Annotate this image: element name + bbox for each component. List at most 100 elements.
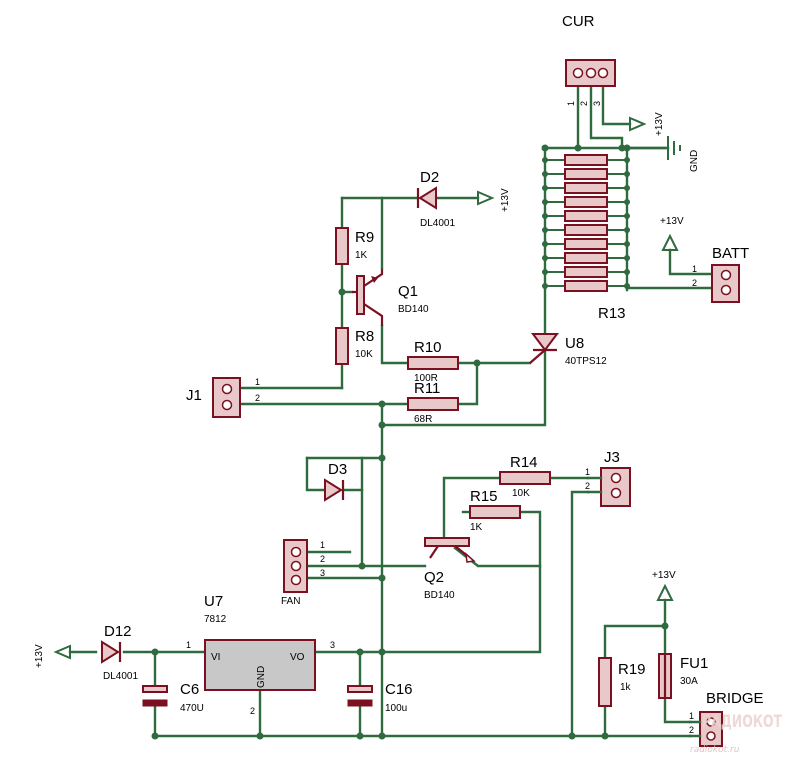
bridge-pin2: 2 bbox=[689, 725, 694, 735]
vcc-label-cur: +13V bbox=[654, 112, 665, 136]
r8-value: 10K bbox=[355, 349, 373, 360]
fan-pin3: 3 bbox=[320, 568, 325, 578]
r13-element bbox=[564, 196, 608, 208]
u7-value: 7812 bbox=[204, 614, 227, 625]
j1-ref: J1 bbox=[186, 387, 202, 404]
vcc-label-batt: +13V bbox=[660, 216, 684, 227]
q2-value: BD140 bbox=[424, 590, 455, 601]
resistor-r9: R9 1K bbox=[335, 227, 374, 265]
j1-pin1: 1 bbox=[255, 377, 260, 387]
u7-pin1-num: 1 bbox=[186, 640, 191, 650]
u7-pin2-num: 2 bbox=[250, 706, 255, 716]
connector-j1: J1 1 2 bbox=[186, 377, 260, 418]
u8-value: 40TPS12 bbox=[565, 356, 607, 367]
c6-value: 470U bbox=[180, 703, 204, 714]
resistor-r14: R14 10K bbox=[499, 454, 551, 499]
r14-value: 10K bbox=[512, 488, 530, 499]
u7-ref: U7 bbox=[204, 593, 223, 610]
d3-ref: D3 bbox=[328, 461, 347, 478]
r9-value: 1K bbox=[355, 250, 368, 261]
vcc-label-d12: +13V bbox=[34, 644, 45, 668]
transistor-q2: Q2 BD140 bbox=[424, 537, 476, 601]
gnd-label: GND bbox=[689, 150, 700, 172]
j3-pin2: 2 bbox=[585, 481, 590, 491]
watermark: РАДИОКОТ radiokot.ru bbox=[690, 712, 782, 755]
connector-bridge: BRIDGE 1 2 bbox=[688, 690, 764, 747]
power-arrow-cur: +13V bbox=[629, 112, 665, 136]
cur-pin3: 3 bbox=[592, 101, 602, 106]
r9-ref: R9 bbox=[355, 229, 374, 246]
fu1-value: 30A bbox=[680, 676, 698, 687]
vcc-label-fu1: +13V bbox=[652, 570, 676, 581]
fan-pin1: 1 bbox=[320, 540, 325, 550]
u7-pin-vo: VO bbox=[290, 652, 305, 663]
watermark-logo: РАДИОКОТ bbox=[702, 712, 782, 732]
r19-ref: R19 bbox=[618, 661, 646, 678]
r11-value: 68R bbox=[414, 414, 432, 425]
c16-value: 100u bbox=[385, 703, 407, 714]
resistor-r8: R8 10K bbox=[335, 327, 374, 365]
r13-element bbox=[564, 210, 608, 222]
connector-j3: J3 1 2 bbox=[585, 449, 631, 507]
r10-value: 100R bbox=[414, 373, 438, 384]
diode-d3: D3 bbox=[324, 461, 347, 502]
r13-element bbox=[564, 154, 608, 166]
u7-pin3-num: 3 bbox=[330, 640, 335, 650]
d12-value: DL4001 bbox=[103, 671, 138, 682]
q2-ref: Q2 bbox=[424, 569, 444, 586]
q1-value: BD140 bbox=[398, 304, 429, 315]
capacitor-c16: C16 100u bbox=[347, 681, 413, 714]
diode-d12: D12 DL4001 bbox=[101, 623, 138, 682]
bridge-pin1: 1 bbox=[689, 711, 694, 721]
resistor-r11: R11 68R bbox=[407, 380, 459, 425]
cur-pin2: 2 bbox=[579, 101, 589, 106]
fan-ref: FAN bbox=[281, 596, 300, 607]
u7-pin-vi: VI bbox=[211, 652, 220, 663]
r10-ref: R10 bbox=[414, 339, 442, 356]
r14-ref: R14 bbox=[510, 454, 538, 471]
r15-ref: R15 bbox=[470, 488, 498, 505]
c6-ref: C6 bbox=[180, 681, 199, 698]
j1-pin2: 2 bbox=[255, 393, 260, 403]
connector-fan: 1 2 3 FAN bbox=[281, 539, 325, 607]
connector-batt: BATT 1 2 bbox=[692, 245, 749, 303]
batt-pin2: 2 bbox=[692, 278, 697, 288]
cur-pin1: 1 bbox=[566, 101, 576, 106]
regulator-u7: U7 7812 VI VO GND 1 3 2 bbox=[186, 593, 335, 716]
c16-ref: C16 bbox=[385, 681, 413, 698]
r13-element bbox=[564, 182, 608, 194]
r13-ref: R13 bbox=[598, 305, 626, 322]
bridge-ref: BRIDGE bbox=[706, 690, 764, 707]
fu1-ref: FU1 bbox=[680, 655, 708, 672]
r13-element bbox=[564, 266, 608, 278]
resistor-r19: R19 1k bbox=[598, 657, 646, 707]
power-arrow-fu1: +13V bbox=[652, 570, 676, 601]
u7-pin-gnd: GND bbox=[256, 666, 267, 688]
fan-pin2: 2 bbox=[320, 554, 325, 564]
junction-dots bbox=[151, 144, 669, 740]
q1-ref: Q1 bbox=[398, 283, 418, 300]
u8-ref: U8 bbox=[565, 335, 584, 352]
r13-resistor-stack bbox=[542, 154, 630, 292]
cur-ref: CUR bbox=[562, 13, 595, 30]
d2-value: DL4001 bbox=[420, 218, 455, 229]
resistor-r13: R13 bbox=[542, 154, 630, 322]
resistor-r10: R10 100R bbox=[407, 339, 459, 384]
power-arrow-batt: +13V bbox=[660, 216, 684, 251]
j3-ref: J3 bbox=[604, 449, 620, 466]
batt-ref: BATT bbox=[712, 245, 749, 262]
resistor-r15: R15 1K bbox=[469, 488, 521, 533]
transistor-q1: Q1 BD140 bbox=[352, 196, 429, 326]
d12-ref: D12 bbox=[104, 623, 132, 640]
r13-element bbox=[564, 252, 608, 264]
gnd-symbol: GND bbox=[667, 136, 700, 172]
power-arrow-d2: +13V bbox=[477, 188, 511, 212]
batt-pin1: 1 bbox=[692, 264, 697, 274]
capacitor-c6: C6 470U bbox=[142, 681, 204, 714]
wires bbox=[68, 84, 714, 738]
watermark-url: radiokot.ru bbox=[690, 745, 740, 755]
power-arrow-d12: +13V bbox=[34, 644, 71, 668]
r8-ref: R8 bbox=[355, 328, 374, 345]
d2-ref: D2 bbox=[420, 169, 439, 186]
